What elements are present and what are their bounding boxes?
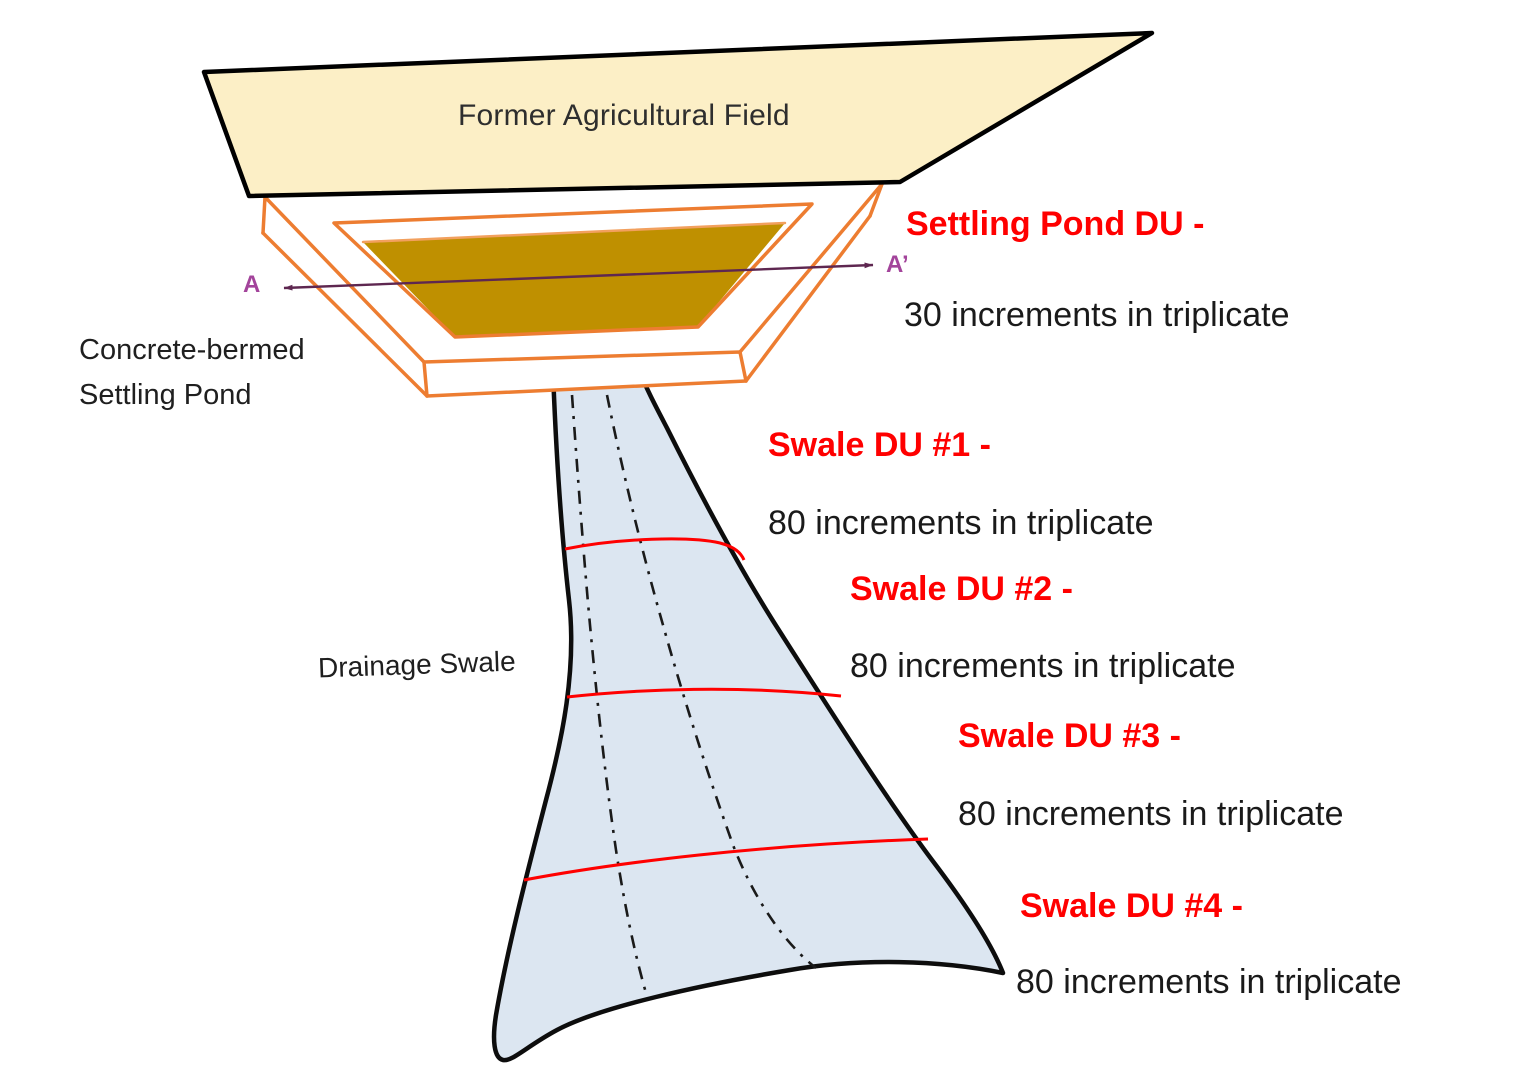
swale-du-3-subtitle: 80 increments in triplicate — [958, 795, 1344, 833]
swale-du-4-title: Swale DU #4 - — [1020, 887, 1243, 925]
field-label: Former Agricultural Field — [458, 99, 790, 132]
drainage-swale-shape — [491, 369, 1006, 1063]
du-divider-2 — [566, 687, 842, 699]
du-divider-3 — [523, 837, 929, 882]
pond-left-berm-corner — [261, 195, 267, 235]
agricultural-field-shape — [201, 30, 1155, 199]
swale-du-1-subtitle: 80 increments in triplicate — [768, 504, 1154, 542]
swale-du-1-title: Swale DU #1 - — [768, 426, 991, 464]
transect-line — [283, 262, 874, 291]
settling-pond-du-subtitle: 30 increments in triplicate — [904, 296, 1290, 334]
transect-start-label: A — [243, 271, 261, 298]
pond-water-top-edge — [361, 221, 787, 244]
swale-du-2-subtitle: 80 increments in triplicate — [850, 647, 1236, 685]
swale-centerline-right — [605, 394, 817, 970]
swale-du-4-subtitle: 80 increments in triplicate — [1016, 963, 1402, 1001]
du-divider-1 — [564, 537, 746, 561]
pond-right-berm-corner — [868, 182, 884, 218]
settling-pond-group — [261, 182, 884, 398]
swale-du-3-title: Swale DU #3 - — [958, 717, 1181, 755]
settling-pond-du-title: Settling Pond DU - — [906, 205, 1205, 243]
du-dividers — [523, 537, 929, 882]
swale-du-2-title: Swale DU #2 - — [850, 570, 1073, 608]
pond-inner-rim — [332, 202, 814, 339]
swale-centerline-left — [570, 394, 648, 994]
swale-centerlines — [570, 394, 817, 994]
pond-right-wall-inner-edge — [744, 214, 872, 383]
transect-end-label: A’ — [886, 251, 909, 278]
pond-left-wall-inner-edge — [261, 231, 429, 398]
pond-label: Concrete-bermed Settling Pond — [79, 334, 305, 411]
drainage-swale-group — [491, 369, 1006, 1063]
pond-front-face — [422, 350, 748, 398]
